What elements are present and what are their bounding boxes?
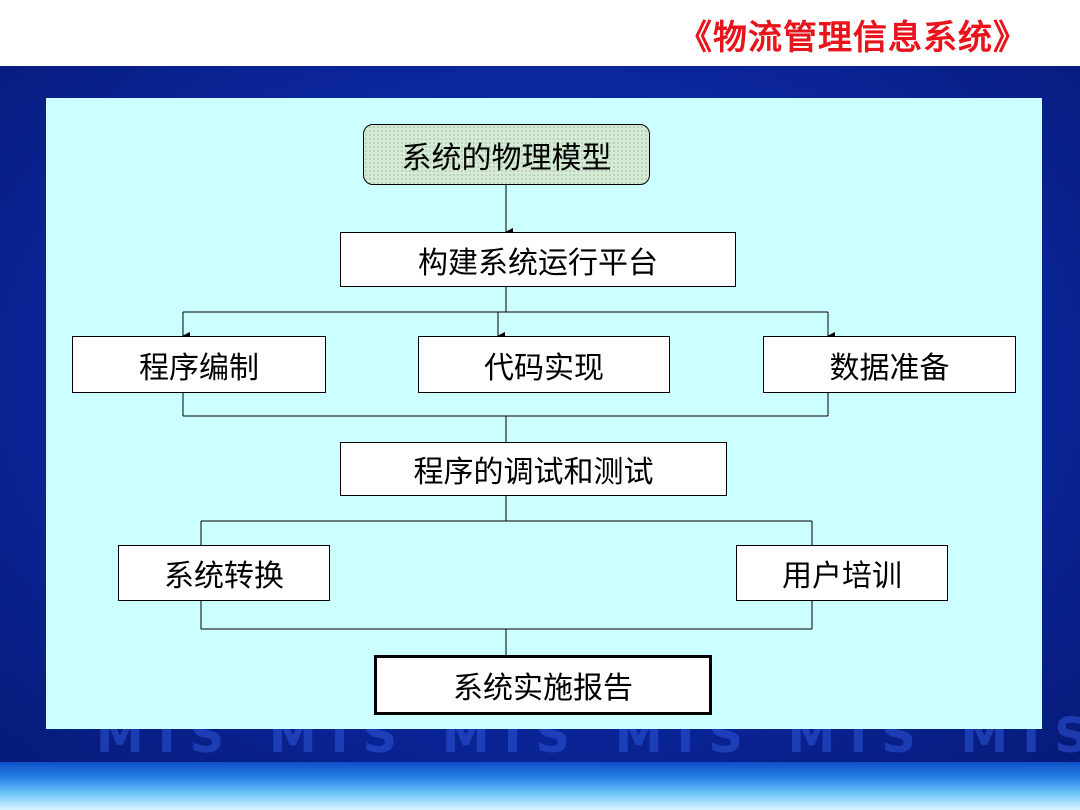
node-physical-model: 系统的物理模型 (363, 124, 650, 185)
node-user-training: 用户培训 (736, 545, 948, 601)
node-code-implementation: 代码实现 (418, 336, 670, 393)
node-debug-and-test: 程序的调试和测试 (340, 442, 727, 496)
slide-title: 《物流管理信息系统》 (678, 18, 1028, 58)
flowchart-area: 系统的物理模型 构建系统运行平台 程序编制 代码实现 数据准备 程序的调试和测试… (46, 98, 1042, 729)
bottom-gradient-bar (0, 762, 1080, 810)
node-build-platform: 构建系统运行平台 (340, 232, 736, 287)
node-implementation-report: 系统实施报告 (374, 655, 712, 715)
node-system-conversion: 系统转换 (118, 545, 330, 601)
node-data-preparation: 数据准备 (763, 336, 1016, 393)
connector-lines (182, 185, 835, 655)
node-programming: 程序编制 (72, 336, 326, 393)
